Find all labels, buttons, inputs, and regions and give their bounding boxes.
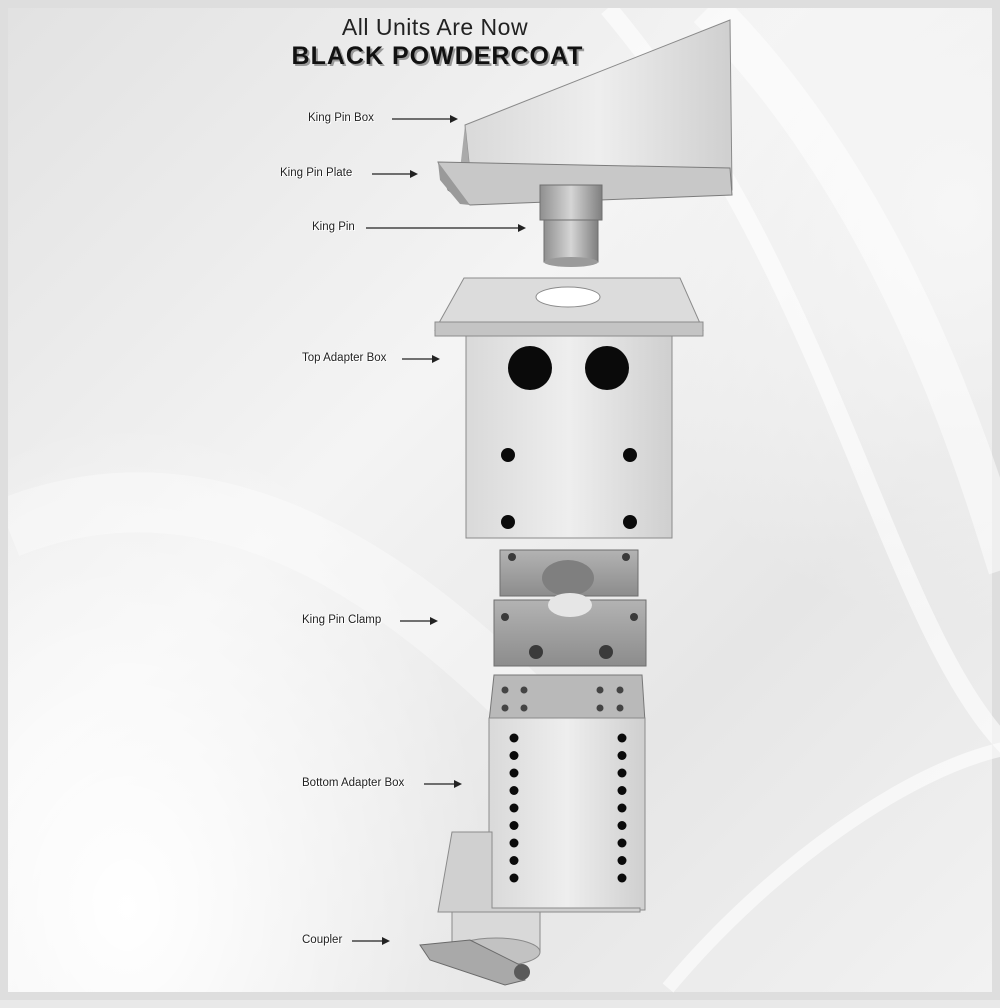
label-king-pin-plate: King Pin Plate: [280, 167, 353, 179]
label-king-pin: King Pin: [312, 221, 355, 233]
label-bottom-adapter-box: Bottom Adapter Box: [302, 777, 405, 789]
bottom-adapter-hole: [617, 856, 627, 865]
bottom-adapter-inner-hole: [501, 686, 509, 694]
bottom-adapter-hole: [509, 821, 519, 830]
bottom-adapter-inner-hole: [596, 686, 604, 694]
arrow-top-adapter-box: [402, 354, 440, 364]
label-king-pin-clamp: King Pin Clamp: [302, 614, 382, 626]
header-line-2: BLACK POWDERCOAT: [291, 42, 584, 70]
king-pin: [539, 184, 603, 267]
bottom-adapter-hole: [617, 733, 627, 743]
arrow-king-pin-plate: [372, 169, 418, 179]
bottom-adapter-inner-hole: [616, 704, 624, 712]
bottom-adapter-hole: [617, 838, 627, 848]
arrow-bottom-adapter-box: [424, 779, 462, 789]
coupler: [419, 911, 541, 986]
bottom-adapter-inner-hole: [596, 704, 604, 712]
bottom-adapter-hole: [509, 786, 519, 795]
bottom-adapter-hole: [509, 803, 519, 813]
bottom-adapter-hole: [617, 803, 627, 813]
arrow-coupler: [352, 936, 390, 946]
bottom-adapter-inner-hole: [520, 704, 528, 712]
bottom-adapter-hole: [617, 768, 627, 778]
bottom-adapter-box: [437, 674, 646, 913]
bottom-adapter-hole: [509, 838, 519, 848]
bottom-adapter-holes: [501, 686, 627, 883]
bottom-adapter-hole: [509, 873, 519, 883]
bottom-adapter-hole: [617, 873, 627, 883]
label-top-adapter-box: Top Adapter Box: [302, 352, 387, 364]
bottom-adapter-inner-hole: [616, 686, 624, 694]
king-pin-plate: [437, 161, 733, 206]
arrow-king-pin-box: [392, 114, 458, 124]
bottom-adapter-hole: [509, 733, 519, 743]
bottom-adapter-hole: [617, 786, 627, 795]
bottom-adapter-hole: [509, 751, 519, 760]
bottom-adapter-inner-hole: [501, 704, 509, 712]
arrow-king-pin: [366, 223, 526, 233]
label-coupler: Coupler: [302, 934, 343, 946]
bottom-adapter-hole: [509, 856, 519, 865]
bottom-adapter-hole: [509, 768, 519, 778]
king-pin-clamp: [493, 549, 647, 667]
top-adapter-box: [434, 277, 704, 539]
header-line-1: All Units Are Now: [341, 14, 529, 40]
label-king-pin-box: King Pin Box: [308, 112, 374, 124]
bottom-adapter-hole: [617, 821, 627, 830]
bottom-adapter-inner-hole: [520, 686, 528, 694]
arrow-king-pin-clamp: [400, 616, 438, 626]
bottom-adapter-hole: [617, 751, 627, 760]
